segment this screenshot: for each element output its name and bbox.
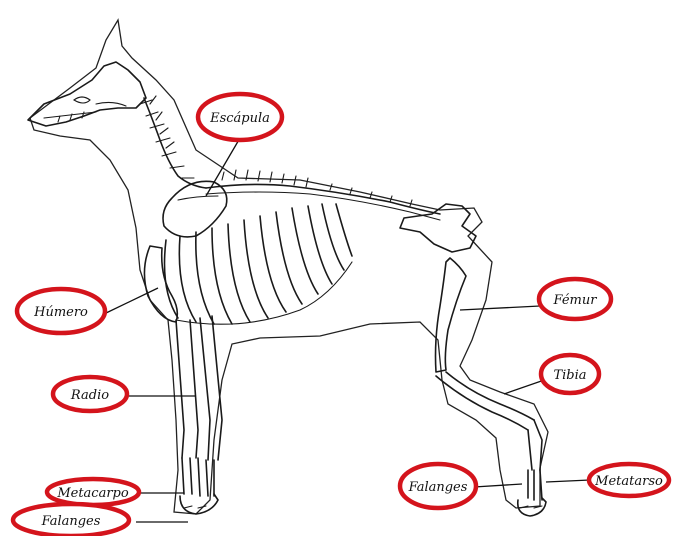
- label-femur: Fémur: [539, 279, 611, 319]
- cervical-vertebrae: [140, 96, 206, 188]
- label-femur-text: Fémur: [553, 293, 598, 308]
- rib-cage: [165, 204, 353, 324]
- leader-falanges-back: [474, 484, 522, 487]
- scapula: [163, 181, 227, 237]
- label-falanges-front: Falanges: [13, 504, 129, 536]
- label-metatarso-text: Metatarso: [594, 474, 663, 489]
- label-escapula-text: Escápula: [209, 111, 270, 126]
- leader-femur: [460, 306, 540, 310]
- label-radio: Radio: [53, 377, 127, 411]
- label-tibia-text: Tibia: [553, 368, 586, 383]
- label-falanges-front-text: Falanges: [41, 514, 101, 529]
- skull: [28, 62, 146, 126]
- label-falanges-back: Falanges: [400, 464, 476, 508]
- label-falanges-back-text: Falanges: [408, 480, 468, 495]
- label-humero: Húmero: [17, 289, 105, 333]
- label-metacarpo-text: Metacarpo: [56, 486, 129, 501]
- leader-metatarso: [546, 480, 590, 482]
- label-tibia: Tibia: [541, 355, 599, 393]
- leader-escapula: [206, 138, 240, 196]
- label-radio-text: Radio: [70, 388, 109, 403]
- label-escapula: Escápula: [198, 94, 282, 140]
- dog-body-outline: [30, 20, 548, 514]
- label-metacarpo: Metacarpo: [47, 479, 139, 505]
- label-metatarso: Metatarso: [589, 464, 669, 496]
- label-humero-text: Húmero: [33, 305, 88, 320]
- pelvis: [400, 204, 476, 252]
- front-leg: [144, 246, 222, 514]
